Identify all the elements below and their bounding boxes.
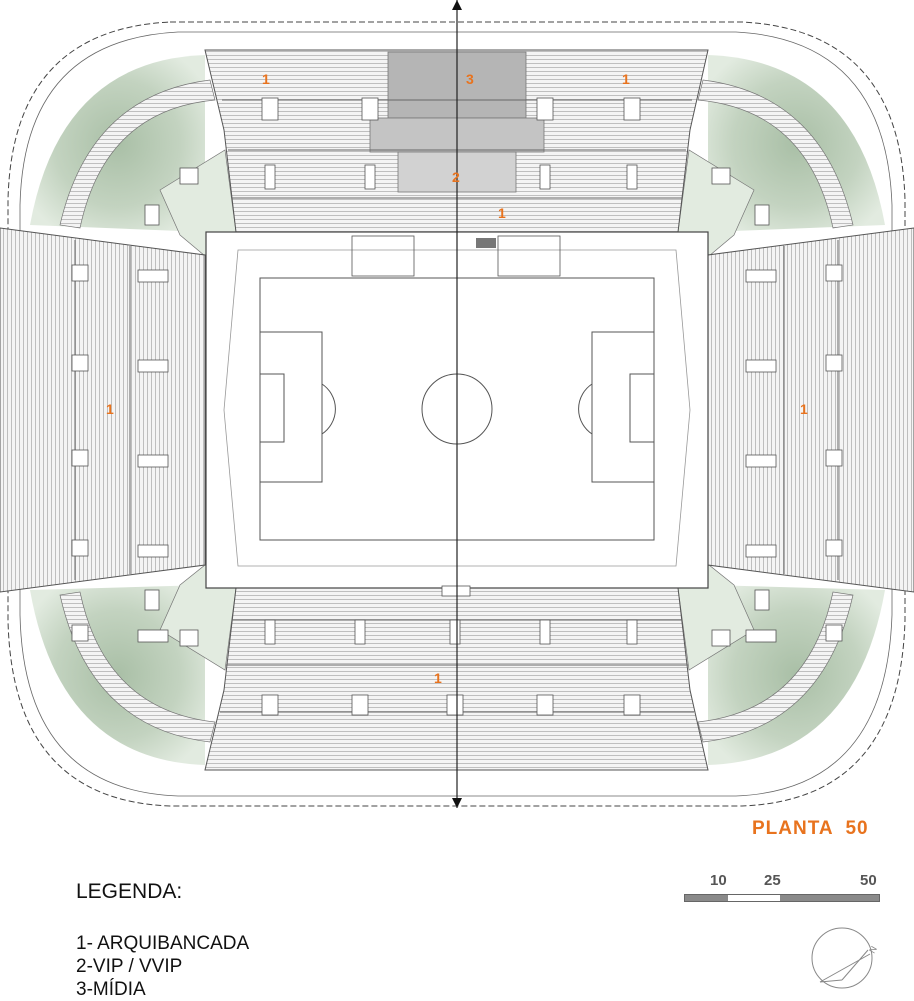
vomitory-block	[137, 629, 169, 643]
zone-label-west: 1	[106, 401, 114, 417]
zone-label-north-center: 3	[466, 71, 474, 87]
zone-label-north-right: 1	[622, 71, 630, 87]
zone-label-north-left: 1	[262, 71, 270, 87]
vomitory-block	[626, 164, 638, 190]
vomitory-block	[536, 694, 554, 716]
vomitory-block	[745, 359, 777, 373]
stadium-floor-plan: 1 3 1 2 1 1 1 1	[0, 0, 914, 808]
scale-tick-10: 10	[710, 872, 727, 889]
ramp-se	[697, 591, 854, 743]
vomitory-block	[179, 629, 199, 647]
vomitory-block	[261, 97, 279, 121]
track-outline	[223, 249, 691, 567]
legend-item: 1- ARQUIBANCADA	[76, 933, 250, 954]
section-arrow-bottom	[452, 798, 462, 808]
legend-title: LEGENDA:	[76, 880, 183, 903]
tunnel-north	[476, 238, 496, 248]
vomitory-block	[754, 204, 770, 226]
scale-bar: 10 25 50	[682, 872, 882, 912]
vomitory-block	[711, 629, 731, 647]
vomitory-group	[71, 97, 843, 716]
vomitory-block	[745, 544, 777, 558]
bench-left	[351, 235, 415, 277]
legend-item: 3-MÍDIA	[76, 979, 146, 1000]
vomitory-block	[626, 619, 638, 645]
tunnel-south	[441, 585, 471, 597]
ramp-ne	[697, 79, 854, 229]
vomitory-block	[825, 264, 843, 282]
roof-outline	[7, 21, 906, 807]
vomitory-block	[754, 589, 770, 611]
vomitory-block	[825, 539, 843, 557]
vomitory-block	[623, 694, 641, 716]
zone-label-south: 1	[434, 670, 442, 686]
section-arrow-top	[452, 0, 462, 10]
legend-item: 2-VIP / VVIP	[76, 956, 183, 977]
west-stand	[0, 227, 206, 593]
vomitory-block	[354, 619, 366, 645]
vomitory-block	[261, 694, 279, 716]
vomitory-block	[711, 167, 731, 185]
vomitory-block	[144, 204, 160, 226]
zone-label-east: 1	[800, 401, 808, 417]
vomitory-block	[137, 454, 169, 468]
vomitory-block	[137, 269, 169, 283]
vomitory-block	[825, 624, 843, 642]
ramp-nw	[59, 79, 216, 229]
compass-north-letter: N	[867, 944, 879, 955]
vomitory-block	[364, 164, 376, 190]
vomitory-block	[179, 167, 199, 185]
vomitory-block	[745, 454, 777, 468]
vomitory-block	[745, 269, 777, 283]
east-stand	[707, 227, 914, 593]
vomitory-block	[144, 589, 160, 611]
vomitory-block	[825, 354, 843, 372]
vomitory-block	[71, 264, 89, 282]
plan-title: PLANTA 50	[752, 818, 869, 839]
vomitory-block	[71, 539, 89, 557]
bench-right	[497, 235, 561, 277]
vomitory-block	[137, 544, 169, 558]
vomitory-block	[351, 694, 369, 716]
vomitory-block	[71, 449, 89, 467]
vomitory-block	[536, 97, 554, 121]
zone-label-vip: 2	[452, 169, 460, 185]
vomitory-block	[361, 97, 379, 121]
north-arrow-icon: N	[811, 927, 879, 989]
vomitory-block	[623, 97, 641, 121]
vomitory-block	[449, 619, 461, 645]
legend-list: 1- ARQUIBANCADA 2-VIP / VVIP 3-MÍDIA	[76, 932, 249, 1001]
vomitory-block	[745, 629, 777, 643]
vomitory-block	[137, 359, 169, 373]
scale-tick-25: 25	[764, 872, 781, 889]
vomitory-block	[71, 624, 89, 642]
vomitory-block	[825, 449, 843, 467]
vomitory-block	[446, 694, 464, 716]
vomitory-block	[264, 164, 276, 190]
vomitory-block	[71, 354, 89, 372]
vomitory-block	[539, 619, 551, 645]
zone-label-north-lower: 1	[498, 205, 506, 221]
scale-tick-50: 50	[860, 872, 877, 889]
scale-bar-graphic	[684, 894, 880, 902]
vomitory-block	[264, 619, 276, 645]
vomitory-block	[539, 164, 551, 190]
ramp-sw	[59, 591, 216, 743]
